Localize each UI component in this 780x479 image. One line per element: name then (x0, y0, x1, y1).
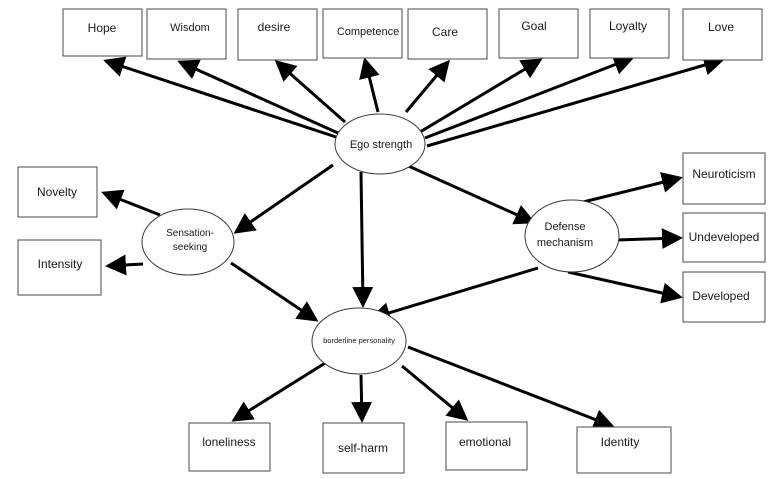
node-novelty-label: Novelty (37, 185, 77, 199)
edge-ego-to-care (404, 59, 450, 113)
node-intensity: Intensity (17, 239, 102, 296)
edge-ego-to-love (426, 54, 725, 148)
node-love-label: Love (708, 20, 734, 34)
edge-ego-to-desire (274, 60, 346, 124)
edge-ego-to-borderline (352, 171, 374, 308)
node-borderline-personality-label: borderline personality (323, 336, 395, 345)
edge-ego-to-wisdom (177, 59, 339, 135)
node-identity-label: Identity (601, 435, 640, 449)
edge-defense-to-undeveloped (615, 228, 683, 250)
node-goal: Goal (498, 8, 579, 59)
edge-borderline-to-emotional (401, 364, 469, 421)
node-love: Love (682, 8, 763, 61)
node-developed: Developed (682, 271, 766, 323)
edge-ego-to-loyalty (424, 54, 635, 140)
node-loyalty-label: Loyalty (609, 19, 647, 33)
edges-layer (101, 54, 725, 430)
node-desire: desire (237, 8, 318, 61)
edge-borderline-to-loneliness (231, 358, 331, 422)
node-goal-label: Goal (521, 19, 546, 33)
edge-ego-to-sensation-seeking (233, 163, 334, 234)
node-loneliness: loneliness (188, 422, 271, 472)
edge-borderline-to-identity (407, 345, 615, 430)
node-self-harm-label: self-harm (338, 441, 388, 455)
node-identity: Identity (576, 426, 672, 474)
node-wisdom-label: Wisdom (170, 22, 210, 34)
node-developed-label: Developed (692, 289, 749, 303)
node-care: Care (407, 8, 488, 60)
node-sensation-seeking: Sensation- seeking (141, 208, 235, 276)
node-hope-label: Hope (88, 21, 117, 35)
node-competence: Competence (322, 8, 403, 59)
node-neuroticism: Neuroticism (682, 152, 766, 205)
edge-borderline-to-self-harm (351, 374, 373, 423)
node-undeveloped-label: Undeveloped (689, 230, 760, 244)
node-loneliness-label: loneliness (202, 435, 255, 449)
node-undeveloped: Undeveloped (682, 212, 766, 263)
edge-sensation-to-borderline (230, 261, 319, 322)
node-sensation-seeking-label-line2: seeking (173, 242, 207, 253)
edge-sensation-to-novelty (101, 189, 161, 217)
node-ego-strength: Ego strength (334, 113, 426, 175)
node-care-label: Care (432, 25, 458, 39)
node-competence-label: Competence (337, 26, 399, 38)
edge-defense-to-borderline (369, 266, 539, 323)
node-ego-strength-label: Ego strength (350, 139, 412, 151)
edge-ego-to-hope (103, 56, 337, 139)
node-hope: Hope (62, 8, 143, 57)
edge-ego-to-competence (359, 57, 380, 113)
node-defense-mechanism-label-line2: mechanism (537, 237, 593, 249)
node-wisdom: Wisdom (146, 8, 227, 60)
node-sensation-seeking-label-line1: Sensation- (166, 228, 214, 239)
edge-sensation-to-intensity (105, 254, 144, 276)
edge-defense-to-developed (567, 270, 683, 304)
node-self-harm: self-harm (322, 422, 405, 474)
edge-ego-to-goal (419, 58, 543, 134)
node-defense-mechanism-label-line1: Defense (545, 221, 586, 233)
node-emotional: emotional (445, 421, 528, 471)
node-loyalty: Loyalty (589, 8, 670, 59)
node-borderline-personality: borderline personality (311, 307, 407, 375)
node-intensity-label: Intensity (38, 257, 83, 271)
edge-ego-to-defense (403, 162, 536, 225)
nodes-layer: Hope Wisdom desire Competence Care Goal … (17, 8, 766, 474)
node-defense-mechanism: Defense mechanism (524, 199, 620, 273)
node-emotional-label: emotional (459, 435, 511, 449)
node-novelty: Novelty (17, 166, 98, 218)
node-desire-label: desire (258, 20, 291, 34)
node-neuroticism-label: Neuroticism (692, 167, 755, 181)
